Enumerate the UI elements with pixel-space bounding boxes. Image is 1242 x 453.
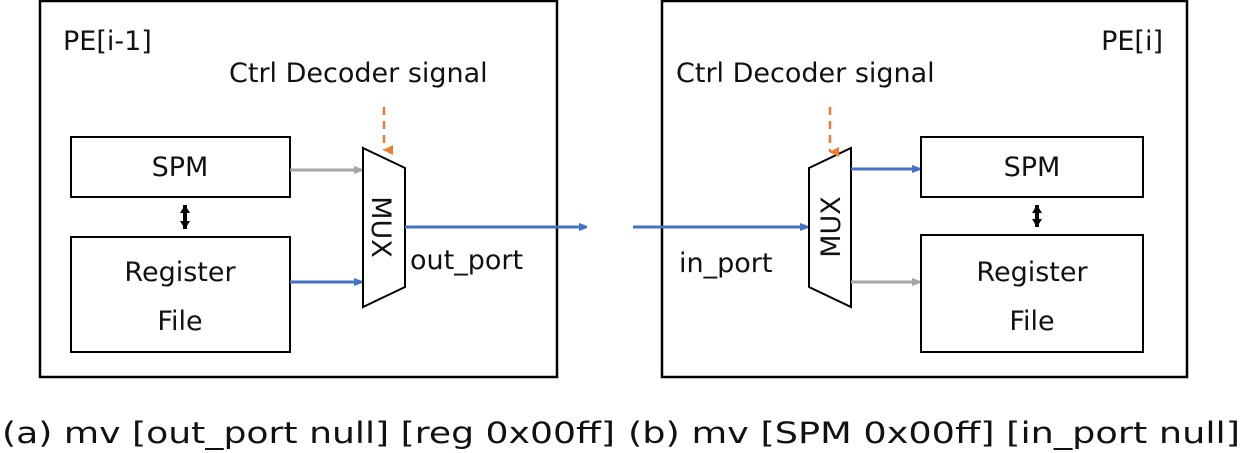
register-file-label-line1: Register [124,257,236,288]
panel-a: PE[i-1] Ctrl Decoder signal SPM Register… [38,0,586,379]
out-port-label: out_port [410,245,523,276]
pe-i-minus-1-container [38,0,559,379]
register-file-label-line1: Register [976,257,1088,288]
mux-label: MUX [816,196,847,258]
pe-i-container [660,0,1189,379]
spm-label: SPM [1004,152,1061,183]
register-file-label-line2: File [1009,306,1054,337]
pe-i-minus-1-label: PE[i-1] [63,26,152,57]
register-file-block: Register File [70,236,291,353]
spm-label: SPM [152,152,209,183]
mux-label: MUX [365,196,396,258]
panel-b: PE[i] Ctrl Decoder signal SPM Register F… [633,0,1189,379]
caption-b: (b) mv [SPM 0x00ff] [in_port null] [628,416,1240,450]
caption-a: (a) mv [out_port null] [reg 0x00ff] [2,416,615,450]
spm-block: SPM [70,136,291,198]
mux-b: MUX [808,146,852,309]
pe-i-label: PE[i] [1101,26,1163,57]
spm-block: SPM [920,136,1144,198]
register-file-block: Register File [920,234,1144,353]
ctrl-decoder-signal-label: Ctrl Decoder signal [229,58,488,89]
register-file-label-line2: File [157,306,202,337]
ctrl-decoder-signal-label: Ctrl Decoder signal [676,58,935,89]
in-port-label: in_port [679,248,772,279]
mux-a: MUX [362,146,406,309]
